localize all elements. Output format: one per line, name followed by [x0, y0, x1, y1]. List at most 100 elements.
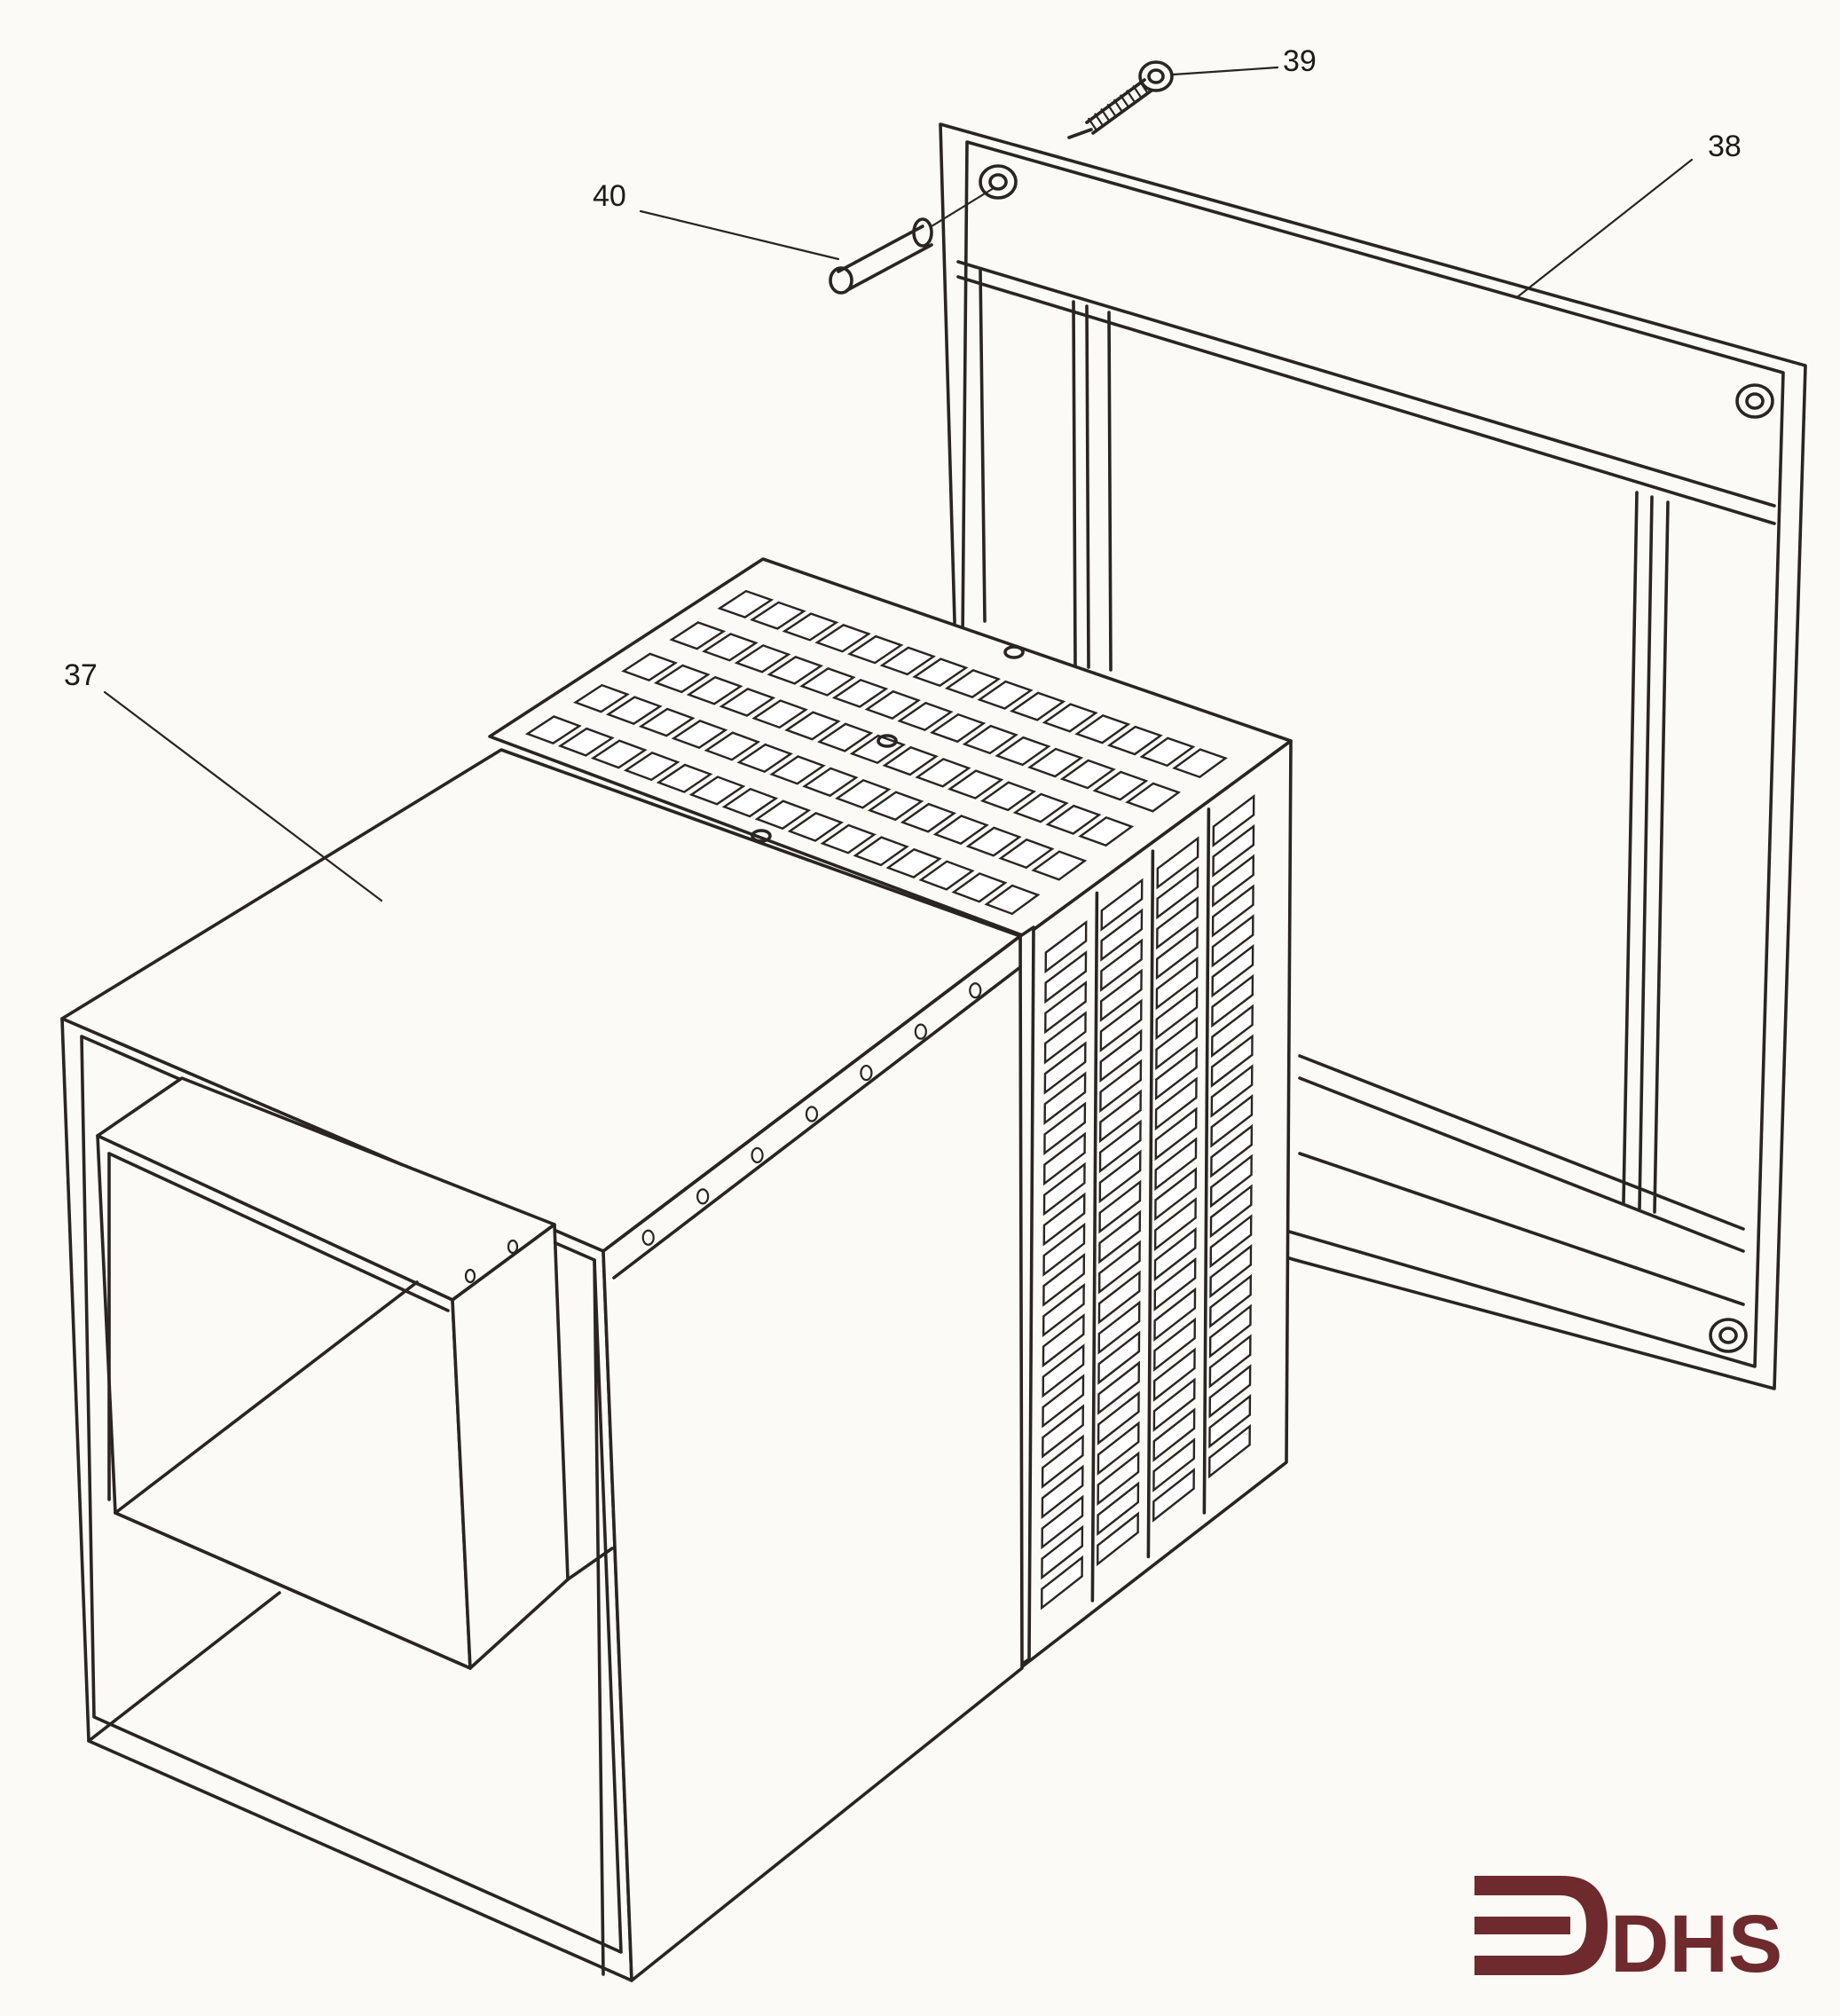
- grid-slot: [1097, 1390, 1140, 1445]
- screw-thread: [1100, 108, 1110, 122]
- grid-slot: [1153, 1197, 1197, 1251]
- grid-slot: [998, 838, 1055, 870]
- grid-slot: [1045, 804, 1102, 835]
- grid-slot: [951, 872, 1008, 903]
- grid-slot: [1097, 1421, 1140, 1476]
- grid-slot: [1211, 884, 1254, 938]
- screw: [1067, 60, 1174, 139]
- grid-slot: [882, 745, 939, 776]
- grid-slot: [867, 791, 924, 822]
- dhs-logo: DHS: [1474, 1876, 1782, 1989]
- grid-slot: [1041, 1464, 1084, 1520]
- callout-38: 38: [1708, 130, 1742, 163]
- grid-slot: [1099, 1089, 1142, 1144]
- grid-slot: [1210, 1064, 1254, 1118]
- grid-slot: [915, 758, 971, 788]
- grid-slot: [1210, 1034, 1254, 1088]
- grid-slot: [977, 680, 1034, 710]
- grid-slot: [623, 752, 680, 782]
- grid-slot: [1098, 1119, 1142, 1174]
- screw-thread: [1138, 80, 1149, 94]
- grid-slot: [1097, 1330, 1141, 1385]
- grid-slot: [704, 731, 761, 761]
- grid-slot: [638, 707, 696, 737]
- grid-slot: [1042, 1374, 1085, 1429]
- grid-slot: [1211, 973, 1254, 1028]
- grid-slot: [918, 860, 975, 891]
- rivet-hole: [805, 1106, 819, 1122]
- grid-slot: [965, 826, 1022, 857]
- grid-slot: [573, 683, 630, 713]
- screw-thread: [1088, 117, 1097, 130]
- grid-slot: [721, 787, 779, 818]
- grid-slot: [1208, 1303, 1252, 1358]
- grid-slot: [750, 601, 806, 630]
- grid-slot: [879, 646, 936, 676]
- grid-slot: [688, 776, 746, 806]
- grid-slot: [1209, 1184, 1253, 1239]
- grid-slot: [734, 644, 791, 673]
- grid-slot: [1100, 908, 1144, 962]
- grid-slot: [1154, 1106, 1198, 1162]
- grid-slot: [948, 769, 1004, 799]
- grid-slot: [1208, 1423, 1251, 1479]
- grid-slot: [717, 589, 775, 618]
- grid-slot: [885, 847, 942, 878]
- grid-slot: [799, 666, 856, 697]
- grid-slot: [1209, 1154, 1253, 1209]
- grid-slot: [1153, 1287, 1197, 1342]
- grid-slot: [1152, 1437, 1196, 1492]
- grid-slot: [1156, 836, 1199, 890]
- grid-slot: [835, 778, 892, 809]
- grid-slot: [621, 652, 678, 681]
- grid-slot: [1041, 1494, 1084, 1550]
- grid-slot: [1010, 691, 1066, 721]
- grid-slot: [769, 755, 826, 785]
- grid-slot: [787, 812, 844, 842]
- grid-slot: [984, 884, 1041, 916]
- grid-slot: [849, 734, 907, 765]
- grid-slot: [1031, 850, 1088, 881]
- grid-slot: [929, 713, 987, 744]
- grid-slot: [1097, 1240, 1141, 1295]
- screw-thread: [1120, 94, 1129, 107]
- grid-slot: [736, 743, 793, 774]
- grid-slot: [784, 711, 841, 741]
- dhs-logo-text: DHS: [1610, 1899, 1782, 1989]
- grid-slot: [1042, 1283, 1085, 1338]
- rivet-hole: [751, 1146, 764, 1164]
- rivet-hole: [641, 1229, 655, 1246]
- grid-slot: [853, 836, 909, 867]
- grid-slot: [995, 736, 1051, 767]
- grid-slot: [1097, 1300, 1141, 1355]
- grid-slot: [1099, 1028, 1143, 1083]
- grid-slot: [1208, 1334, 1252, 1389]
- grid-slot: [1155, 956, 1199, 1011]
- grid-slot: [1042, 1404, 1085, 1459]
- grid-slot: [1041, 1524, 1084, 1580]
- screw-thread: [1132, 85, 1142, 98]
- grid-divider: [1146, 849, 1155, 1559]
- grid-slot: [1099, 968, 1143, 1022]
- grid-slot: [782, 612, 839, 642]
- grid-slot: [1027, 747, 1084, 778]
- grid-slot: [1209, 1273, 1253, 1328]
- grid-slot: [962, 724, 1018, 755]
- rivet-hole: [860, 1064, 873, 1082]
- grid-slot: [1098, 1179, 1142, 1234]
- grid-slot: [1012, 792, 1069, 823]
- grid-divider: [1090, 891, 1099, 1603]
- grid-slot: [1100, 878, 1144, 932]
- grid-slot: [802, 767, 859, 798]
- callout-37: 37: [64, 658, 98, 692]
- grid-slot: [864, 689, 921, 720]
- grid-slot: [912, 658, 969, 688]
- grid-slot: [1211, 1004, 1254, 1059]
- grid-slot: [1153, 1256, 1197, 1311]
- grid-slot: [1156, 896, 1199, 950]
- grid-slot: [1097, 1270, 1141, 1325]
- grid-slot: [754, 799, 812, 831]
- grid-slot: [900, 802, 957, 833]
